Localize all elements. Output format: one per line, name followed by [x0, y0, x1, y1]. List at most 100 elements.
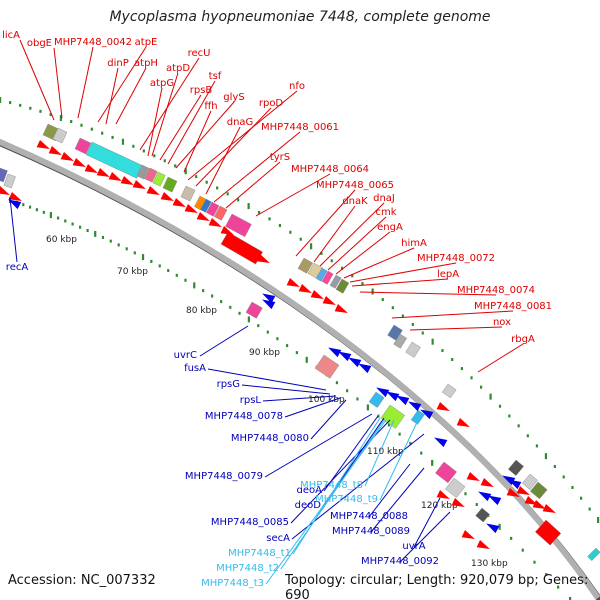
tick-mark: [330, 259, 333, 263]
tick-mark: [526, 434, 529, 438]
tick-mark: [94, 230, 97, 237]
leader-line: [359, 291, 497, 296]
gene-arrow: [120, 176, 134, 186]
gene-arrow: [478, 491, 492, 502]
gene-block: [206, 201, 220, 217]
gene-arrow: [184, 204, 198, 214]
map-title: Mycoplasma hyopneumoniae 7448, complete …: [109, 9, 491, 25]
tick-mark: [29, 106, 32, 110]
accession-text: Accession: NC_007332: [8, 573, 156, 588]
gene-label: MHP7448_t2: [216, 563, 279, 574]
tick-mark: [451, 358, 454, 362]
tick-mark: [101, 235, 105, 239]
tick-mark: [39, 109, 42, 113]
gene-block: [315, 267, 328, 282]
leader-line: [139, 57, 200, 151]
gene-block: [321, 270, 334, 285]
gene-label: MHP7448_0072: [417, 253, 495, 264]
tick-mark: [278, 224, 282, 228]
gene-label: dnaK: [342, 196, 368, 207]
gene-label: cmk: [375, 207, 396, 218]
gene-label: engA: [377, 222, 403, 233]
leader-line: [241, 384, 331, 395]
leader-line: [323, 415, 379, 492]
gene-block: [162, 176, 178, 193]
leader-line: [187, 90, 298, 181]
leader-line: [255, 173, 331, 217]
tick-mark: [101, 131, 104, 135]
tick-mark: [133, 251, 136, 255]
label-leader-lines: [9, 39, 524, 585]
tick-mark: [266, 330, 269, 334]
leader-line: [225, 161, 281, 209]
tick-mark: [391, 306, 394, 310]
tick-mark: [141, 254, 145, 261]
tick-mark: [387, 423, 391, 427]
tick-mark: [49, 212, 52, 219]
tick-mark: [377, 414, 380, 418]
gene-label: MHP7448_0061: [261, 122, 339, 133]
tick-mark: [153, 154, 156, 158]
gene-arrow: [456, 418, 470, 428]
gene-block: [435, 461, 457, 484]
leader-line: [19, 39, 55, 121]
tick-mark: [545, 573, 548, 577]
tick-mark: [216, 186, 219, 190]
gene-arrow: [508, 479, 522, 490]
gene-label: fusA: [184, 363, 206, 374]
gene-arrow: [386, 391, 400, 402]
tick-mark: [150, 259, 153, 263]
tick-mark: [70, 120, 73, 124]
tick-mark: [125, 247, 128, 251]
tick-mark: [247, 316, 250, 323]
leader-line: [319, 202, 385, 267]
gene-arrow: [226, 236, 240, 246]
tick-mark: [158, 264, 161, 268]
scale-label: 70 kbp: [117, 267, 148, 277]
tick-mark: [588, 507, 591, 511]
tick-mark: [78, 225, 82, 229]
gene-arrow: [466, 472, 480, 482]
gene-block: [335, 278, 350, 294]
gene-features: [0, 123, 600, 562]
tick-mark: [226, 192, 229, 196]
tick-mark: [195, 175, 198, 179]
gene-label: MHP7448_0064: [291, 164, 369, 175]
leader-line: [413, 497, 441, 548]
gene-arrow: [8, 199, 22, 210]
gene-block: [245, 301, 263, 319]
gene-block: [152, 171, 166, 187]
gene-arrow: [0, 186, 10, 196]
leader-line: [343, 247, 415, 279]
tick-mark: [460, 367, 464, 371]
gene-arrow: [48, 146, 62, 156]
tick-mark: [71, 222, 74, 226]
tick-mark: [22, 203, 25, 207]
leader-line: [77, 46, 94, 119]
gene-block: [535, 519, 562, 546]
leader-line: [310, 399, 347, 440]
gene-arrow: [262, 293, 276, 304]
gene-label: deoA: [297, 485, 323, 496]
scale-labels: 60 kbp 70 kbp 80 kbp 90 kbp 100 kbp 110 …: [46, 235, 508, 569]
gene-label: MHP7448_t8: [300, 480, 363, 491]
tick-mark: [597, 517, 600, 523]
gene-arrow: [506, 488, 520, 498]
gene-block: [329, 274, 342, 289]
gene-arrow: [408, 401, 422, 412]
gene-label: rpsL: [240, 395, 262, 406]
tick-mark: [276, 337, 279, 341]
leader-line: [147, 87, 163, 157]
gene-block: [405, 341, 421, 358]
gene-label: recU: [188, 48, 211, 59]
gene-arrow: [476, 540, 490, 550]
gene-arrow: [60, 152, 74, 162]
tick-mark: [398, 432, 401, 436]
tick-mark: [489, 393, 492, 400]
tick-mark: [431, 338, 434, 345]
tick-mark: [571, 486, 574, 490]
leader-line: [477, 343, 524, 373]
leader-line: [53, 47, 63, 119]
gene-label: glyS: [223, 92, 244, 103]
